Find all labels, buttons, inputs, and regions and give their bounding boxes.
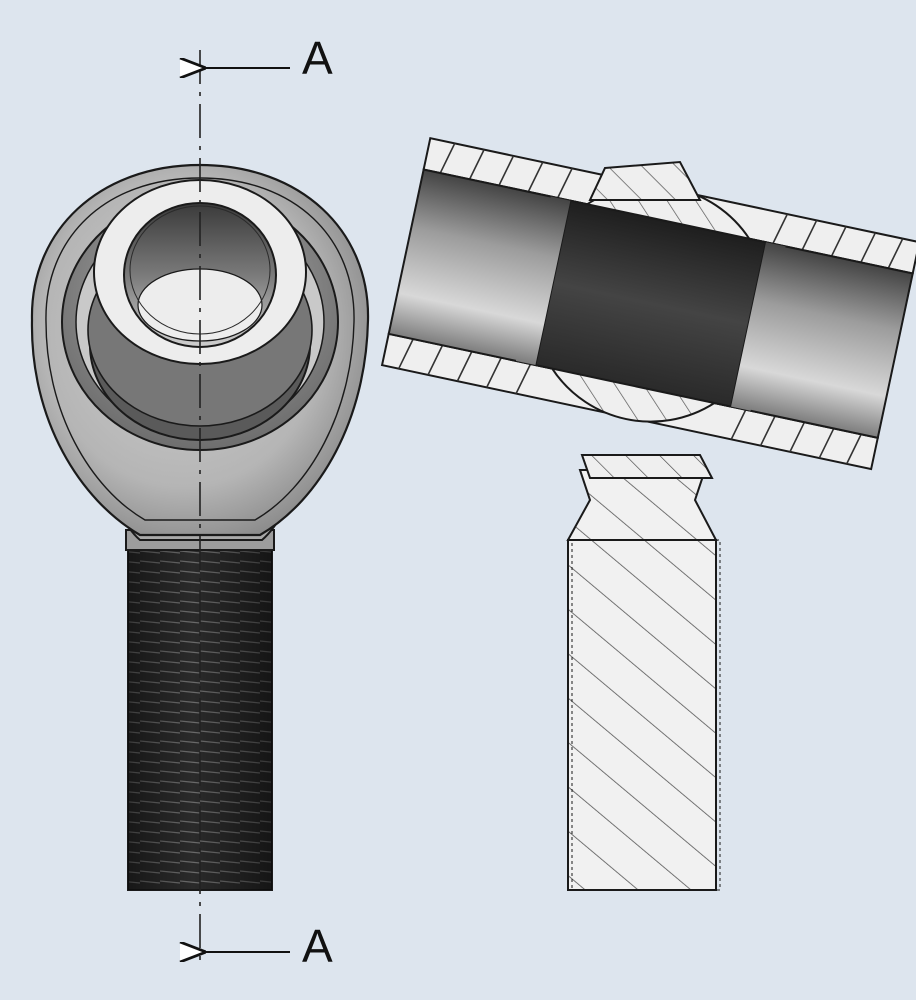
race-cap-top: [588, 160, 702, 201]
section-label-bottom: A: [302, 920, 333, 972]
section-label-top: A: [302, 32, 333, 84]
section-view-a-a: [380, 137, 916, 891]
housing-inner-edge: [45, 177, 355, 521]
section-shank: [567, 539, 717, 891]
section-neck: [566, 469, 718, 541]
race-cap-bottom: [580, 454, 714, 479]
